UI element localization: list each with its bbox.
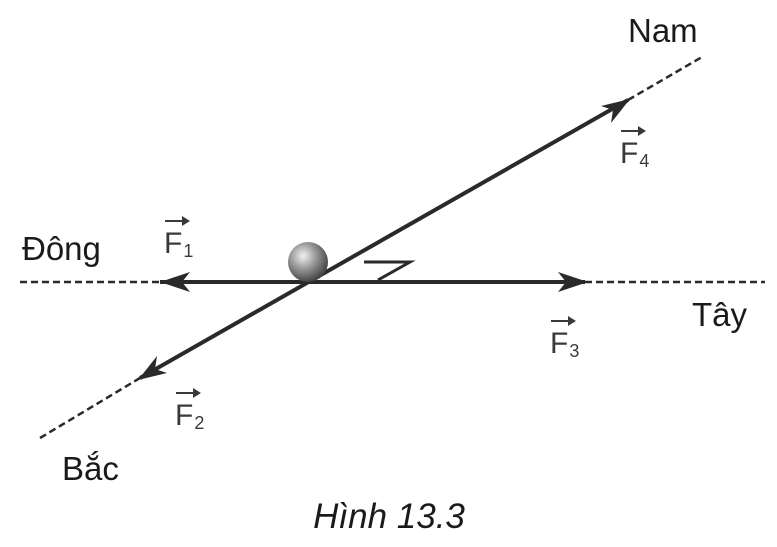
f2-index: 2 [194, 413, 204, 433]
force-label-f3: F3 [550, 316, 579, 361]
diagonal-solid-line [139, 98, 629, 380]
force-label-f2: F2 [175, 388, 204, 433]
f1-vector-tip [182, 216, 190, 226]
f3-arrowhead [558, 272, 588, 292]
north-dashed-line [39, 376, 141, 440]
svg-text:F4: F4 [620, 137, 649, 171]
f1-index: 1 [183, 241, 193, 261]
f4-arrowhead [601, 99, 630, 123]
force-label-f4: F4 [620, 126, 649, 171]
label-west: Tây [692, 296, 748, 333]
f2-symbol: F [175, 399, 193, 432]
ball [288, 242, 328, 282]
f3-index: 3 [569, 341, 579, 361]
force-label-f1: F1 [164, 216, 193, 261]
svg-text:F1: F1 [164, 227, 193, 261]
f2-vector-tip [193, 388, 201, 398]
label-east: Đông [22, 230, 101, 267]
figure-caption: Hình 13.3 [313, 497, 465, 536]
label-north: Bắc [62, 450, 119, 487]
svg-text:F3: F3 [550, 327, 579, 361]
f3-vector-tip [568, 316, 576, 326]
f4-symbol: F [620, 137, 638, 170]
label-south: Nam [628, 12, 698, 49]
f3-symbol: F [550, 327, 568, 360]
f4-index: 4 [639, 151, 649, 171]
f1-arrowhead [160, 272, 190, 292]
south-dashed-line [627, 55, 703, 102]
f4-vector-tip [638, 126, 646, 136]
f2-arrowhead [138, 356, 167, 380]
f1-symbol: F [164, 227, 182, 260]
angle-marker [364, 260, 416, 282]
svg-text:F2: F2 [175, 399, 204, 433]
